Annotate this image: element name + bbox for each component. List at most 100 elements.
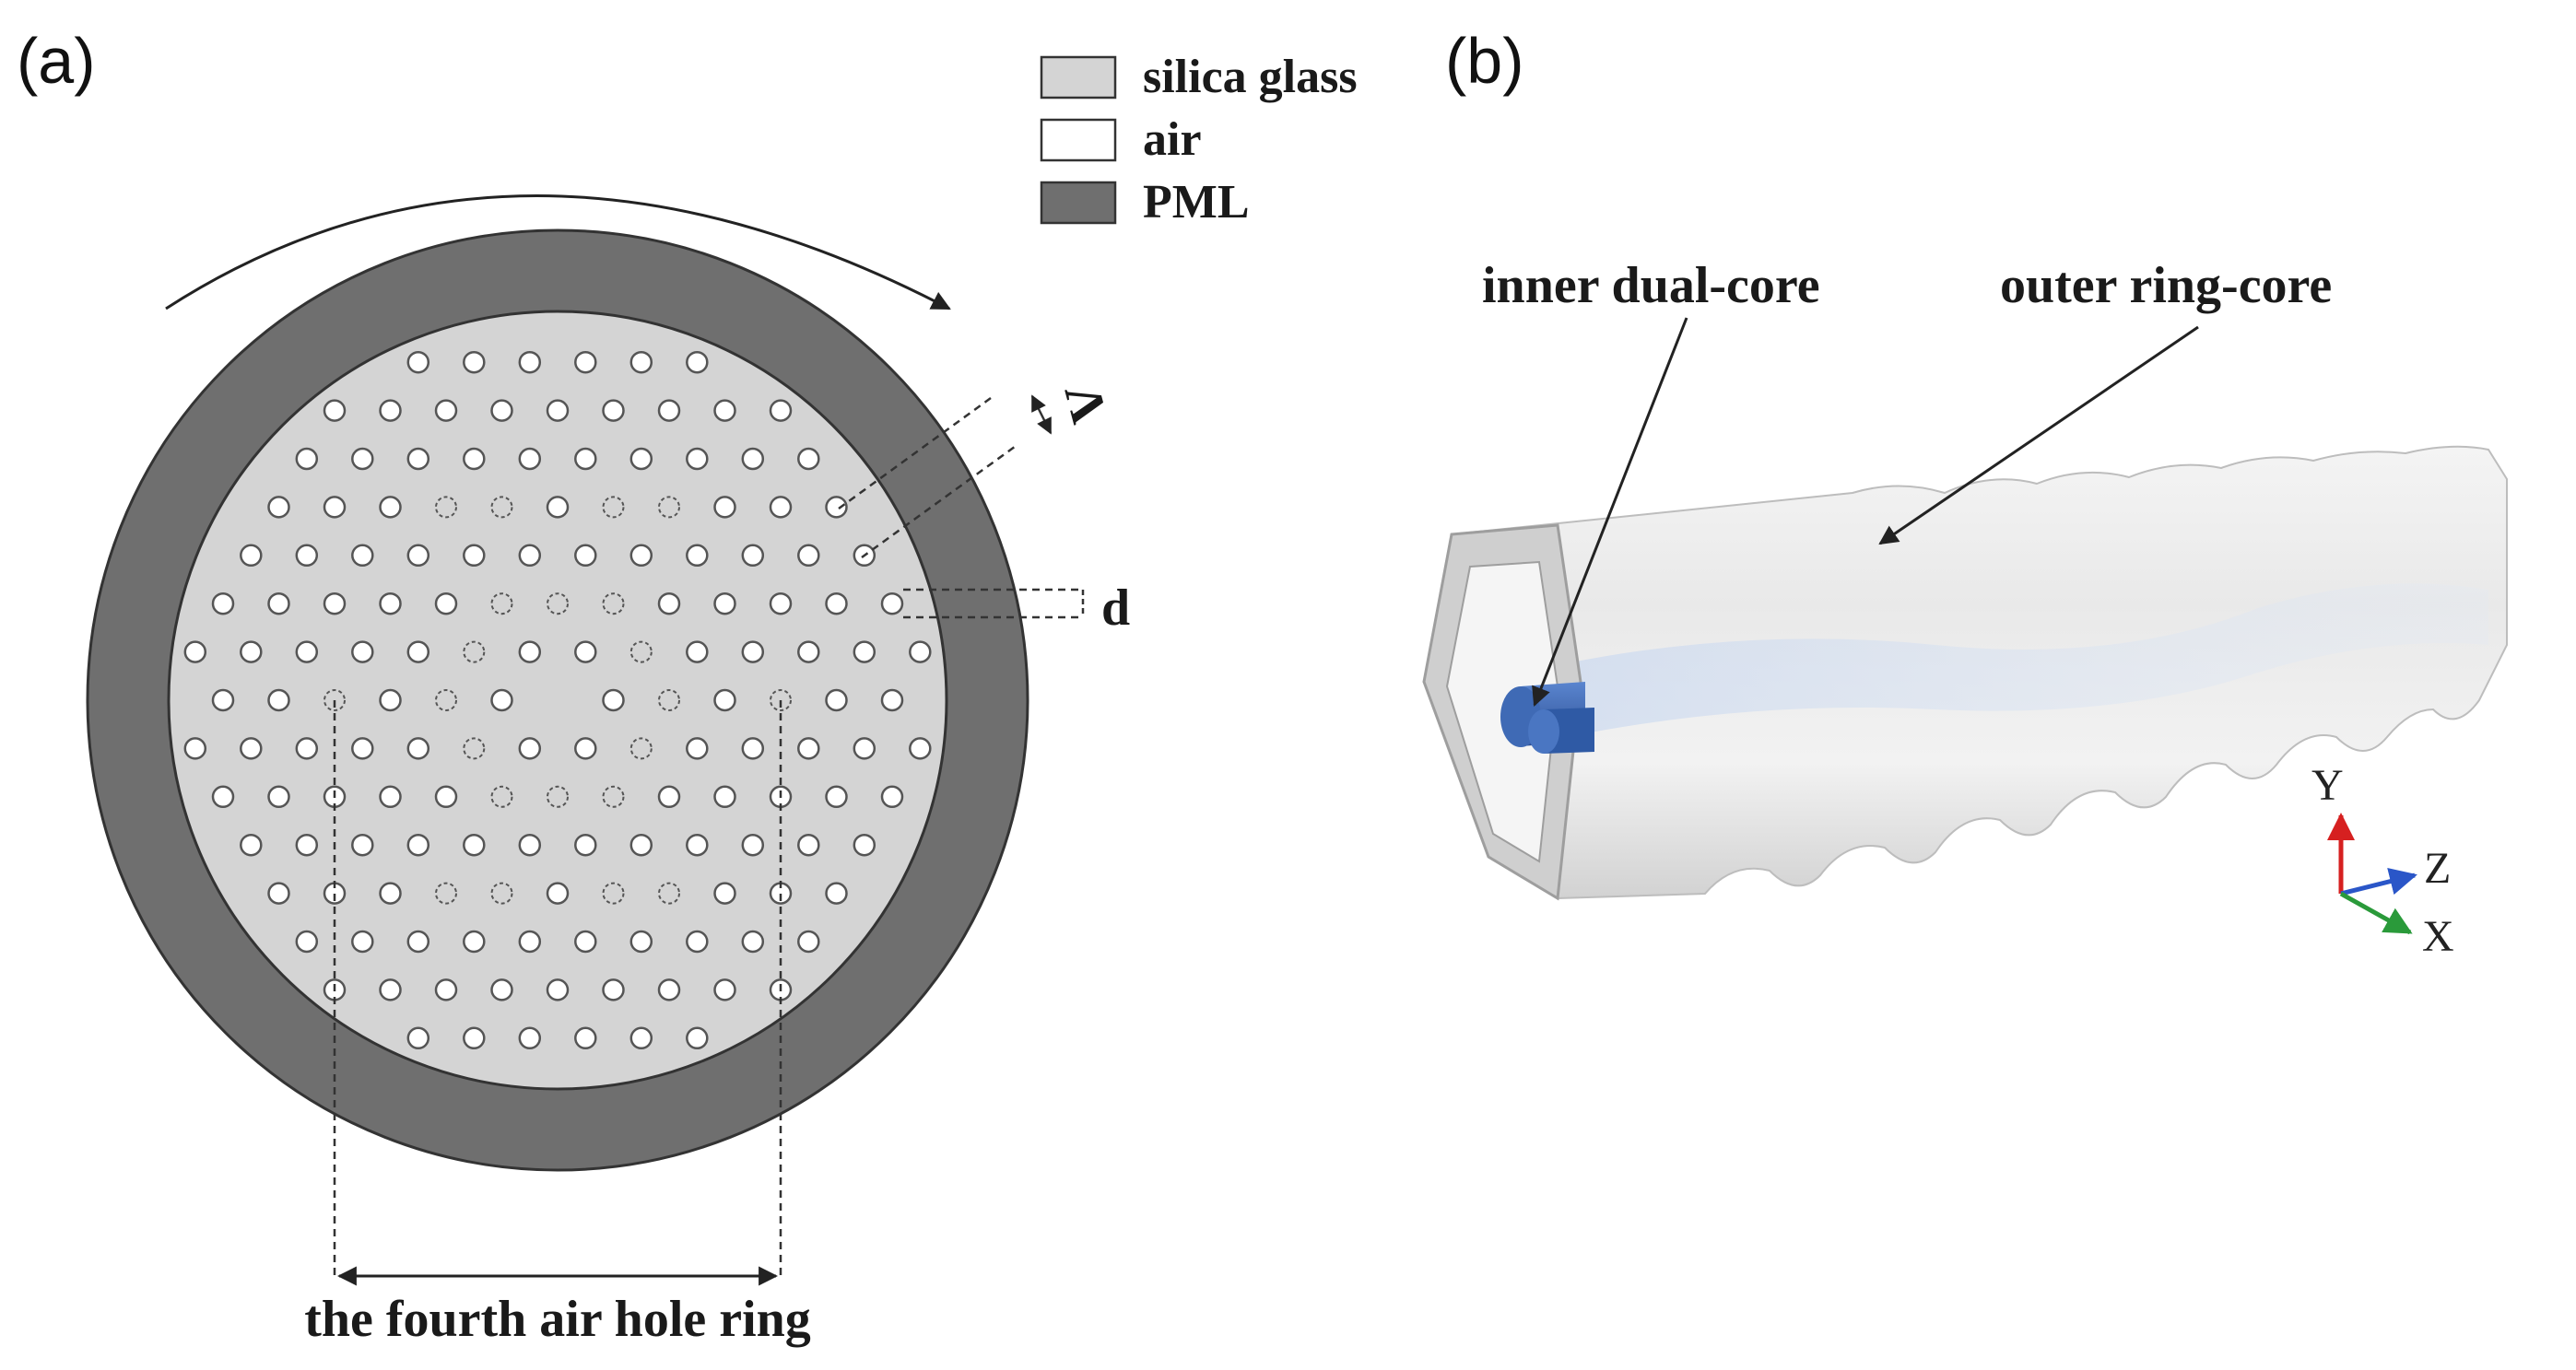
air-hole: [686, 1026, 709, 1050]
air-hole: [602, 785, 625, 808]
air-hole: [379, 399, 402, 422]
air-hole: [379, 496, 402, 519]
air-hole: [825, 785, 848, 809]
air-hole: [323, 399, 347, 422]
air-hole: [406, 350, 430, 374]
air-hole: [797, 640, 820, 663]
air-hole: [240, 737, 263, 760]
axis-triad: Y Z X: [2311, 761, 2454, 961]
x-axis-label: X: [2422, 912, 2454, 961]
air-hole: [379, 785, 402, 809]
air-hole: [406, 1026, 430, 1050]
panel-a: (a) Λ d the fourth air hole ring: [17, 25, 1358, 1348]
air-hole: [825, 591, 848, 615]
air-hole: [629, 930, 653, 954]
air-hole: [211, 591, 235, 615]
air-hole: [406, 544, 430, 568]
air-hole: [909, 640, 932, 663]
legend: silica glass air PML: [1040, 51, 1358, 228]
panel-a-label: (a): [17, 25, 96, 97]
air-hole: [713, 399, 736, 422]
air-hole: [351, 544, 374, 568]
air-hole: [629, 350, 653, 374]
air-hole: [406, 833, 430, 857]
air-hole: [741, 737, 765, 760]
air-hole: [686, 544, 709, 568]
air-hole: [547, 785, 569, 808]
air-hole: [463, 833, 486, 857]
air-hole: [490, 882, 513, 905]
air-hole: [686, 833, 709, 857]
air-hole: [546, 978, 570, 1001]
air-hole: [323, 496, 347, 519]
air-hole: [183, 640, 207, 663]
air-hole: [295, 447, 319, 471]
panel-b-label: (b): [1445, 25, 1524, 97]
air-hole: [518, 447, 542, 471]
air-hole: [602, 978, 625, 1001]
air-hole: [267, 591, 290, 615]
air-hole: [434, 591, 458, 615]
air-hole: [741, 640, 765, 663]
air-hole: [741, 544, 765, 568]
air-hole: [657, 591, 681, 615]
air-hole: [211, 688, 235, 712]
d-dimension: d: [903, 580, 1130, 637]
air-hole: [797, 544, 820, 568]
guided-light-band: [1567, 583, 2488, 737]
air-hole: [797, 737, 820, 760]
air-hole: [379, 591, 402, 615]
air-hole: [295, 544, 319, 568]
fourth-ring-label: the fourth air hole ring: [304, 1291, 811, 1348]
air-hole: [574, 930, 597, 954]
legend-label-air: air: [1143, 113, 1202, 166]
air-hole: [518, 350, 542, 374]
air-hole: [741, 447, 765, 471]
panel-b: (b) inner dual-core outer ring-core Y Z: [1422, 25, 2508, 961]
outer-ring-core-label: outer ring-core: [2000, 257, 2332, 314]
air-hole: [602, 882, 625, 905]
air-hole: [323, 591, 347, 615]
air-hole: [602, 399, 625, 422]
silica-cladding: [167, 310, 948, 1091]
z-axis-label: Z: [2424, 844, 2451, 893]
air-hole: [686, 640, 709, 663]
outer-ring-core-pointer: [1878, 325, 2199, 545]
air-hole: [657, 978, 681, 1001]
air-hole: [546, 882, 570, 905]
air-hole: [267, 496, 290, 519]
air-hole: [240, 544, 263, 568]
air-hole: [406, 447, 430, 471]
air-hole: [713, 978, 736, 1001]
air-hole-lattice: [183, 350, 932, 1050]
air-hole: [686, 350, 709, 374]
air-hole: [211, 785, 235, 809]
air-hole: [463, 544, 486, 568]
air-hole: [769, 399, 793, 422]
air-hole: [880, 688, 904, 712]
y-axis-label: Y: [2311, 761, 2344, 810]
air-hole: [629, 544, 653, 568]
air-hole: [658, 689, 680, 711]
air-hole: [240, 640, 263, 663]
air-hole: [658, 496, 680, 519]
legend-swatch-silica: [1040, 55, 1117, 100]
d-label: d: [1101, 580, 1130, 637]
air-hole: [351, 737, 374, 760]
air-hole: [406, 737, 430, 760]
air-hole: [463, 1026, 486, 1050]
air-hole: [797, 833, 820, 857]
air-hole: [574, 737, 597, 760]
air-hole: [825, 688, 848, 712]
air-hole: [406, 930, 430, 954]
air-hole: [490, 496, 513, 519]
air-hole: [741, 930, 765, 954]
air-hole: [518, 737, 542, 760]
fourth-ring-dimension: the fourth air hole ring: [304, 700, 811, 1348]
air-hole: [518, 544, 542, 568]
air-hole: [574, 833, 597, 857]
dual-core: [1500, 682, 1594, 754]
air-hole: [686, 737, 709, 760]
air-hole: [853, 737, 876, 760]
